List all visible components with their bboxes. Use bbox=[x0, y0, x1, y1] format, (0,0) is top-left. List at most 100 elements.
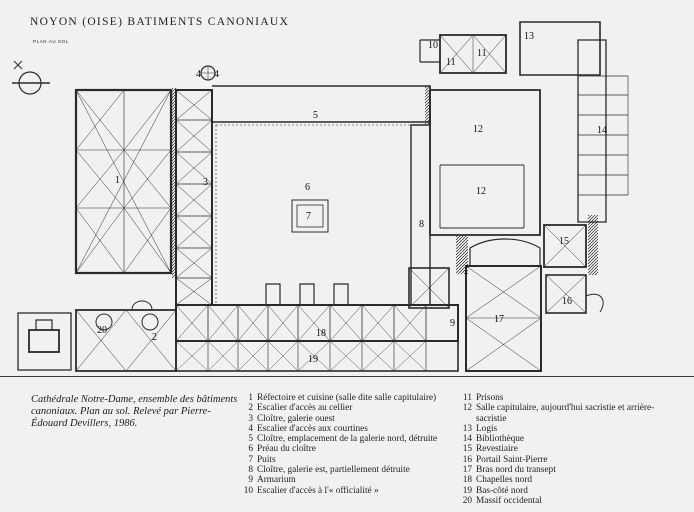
legend-text: Massif occidental bbox=[476, 495, 542, 506]
legend-number: 12 bbox=[462, 403, 472, 414]
legend-item: 20 Massif occidental bbox=[459, 496, 667, 506]
legend-text: Bibliothèque bbox=[476, 434, 525, 445]
room-1-refectory bbox=[74, 88, 173, 275]
plan-label-1: 1 bbox=[115, 175, 120, 186]
room-14-library bbox=[577, 39, 629, 223]
legend-item: 15 Revestiaire bbox=[459, 444, 667, 454]
legend-item: 10 Escalier d'accès à l'« officialité » bbox=[240, 486, 448, 496]
plan-title: NOYON (OISE) BATIMENTS CANONIAUX bbox=[30, 16, 290, 28]
legend-left: 1 Réfectoire et cuisine (salle dite salle… bbox=[240, 393, 448, 496]
room-8-east-gallery bbox=[408, 124, 450, 309]
plan-label-4: 4 bbox=[196, 69, 201, 80]
room-2-cellar-stair bbox=[131, 300, 153, 311]
legend-number: 14 bbox=[462, 434, 472, 445]
plan-label-9: 9 bbox=[450, 318, 455, 329]
room-7-well bbox=[291, 199, 329, 233]
room-17-north-transept bbox=[465, 238, 542, 372]
room-13-logis bbox=[519, 21, 601, 76]
legend-number: 4 bbox=[248, 423, 253, 434]
plan-label-2: 2 bbox=[152, 332, 157, 343]
legend-number: 10 bbox=[243, 485, 253, 496]
room-11-prisons bbox=[419, 34, 507, 74]
legend-text: Escalier d'accès aux courtines bbox=[257, 423, 368, 434]
legend-text: Prisons bbox=[476, 393, 504, 403]
plan-label-12b: 12 bbox=[476, 186, 486, 197]
legend-item: 17 Bras nord du transept bbox=[459, 465, 667, 475]
legend-number: 9 bbox=[248, 475, 253, 486]
legend-number: 19 bbox=[462, 485, 472, 496]
legend-item: 6 Préau du cloître bbox=[240, 444, 448, 454]
legend-number: 11 bbox=[463, 393, 472, 403]
plan-label-11: 11 bbox=[446, 57, 456, 68]
legend-number: 15 bbox=[462, 444, 472, 455]
plan-label-3: 3 bbox=[203, 177, 208, 188]
plan-label-4b: 4 bbox=[214, 69, 219, 80]
legend-text: Bras nord du transept bbox=[476, 465, 556, 476]
plan-label-14: 14 bbox=[597, 125, 607, 136]
legend-number: 6 bbox=[248, 444, 253, 455]
plan-label-11b: 11 bbox=[477, 48, 487, 59]
legend-number: 1 bbox=[248, 393, 253, 403]
room-4-stair bbox=[200, 65, 216, 81]
room-3-west-gallery bbox=[175, 89, 213, 306]
legend-item: 11 Prisons bbox=[459, 393, 667, 403]
legend-number: 5 bbox=[248, 434, 253, 445]
legend-item: 9 Armarium bbox=[240, 475, 448, 485]
room-5-north-gallery-site bbox=[212, 85, 431, 124]
legend-text: Cloître, galerie est, partiellement détr… bbox=[257, 465, 410, 476]
legend-text: Armarium bbox=[257, 475, 296, 486]
plan-label-8: 8 bbox=[419, 219, 424, 230]
legend-number: 20 bbox=[462, 495, 472, 506]
room-19-north-aisle bbox=[175, 340, 459, 372]
plan-label-12: 12 bbox=[473, 124, 483, 135]
legend-item: 12 Salle capitulaire, aujourd'hui sacrist… bbox=[459, 403, 667, 424]
plan-label-19: 19 bbox=[308, 354, 318, 365]
floor-plan: 1 2 3 4 4 5 6 7 8 9 10 11 11 12 12 13 14… bbox=[12, 21, 629, 372]
plan-label-7: 7 bbox=[306, 211, 311, 222]
plan-label-6: 6 bbox=[305, 182, 310, 193]
legend-item: 14 Bibliothèque bbox=[459, 434, 667, 444]
plan-label-17: 17 bbox=[494, 314, 504, 325]
room-16-saint-pierre-portal bbox=[545, 274, 604, 314]
room-6-preau bbox=[215, 124, 412, 306]
room-20-western-massif bbox=[75, 309, 177, 372]
north-arrow-icon bbox=[12, 60, 50, 95]
legend-text: Escalier d'accès au cellier bbox=[257, 403, 353, 414]
legend-text: Réfectoire et cuisine (salle dite salle … bbox=[257, 393, 437, 403]
plan-label-5: 5 bbox=[313, 110, 318, 121]
legend-item: 4 Escalier d'accès aux courtines bbox=[240, 424, 448, 434]
legend-number: 16 bbox=[462, 454, 472, 465]
plan-label-20: 20 bbox=[97, 325, 107, 336]
plan-label-13: 13 bbox=[524, 31, 534, 42]
legend-text: Préau du cloître bbox=[257, 444, 316, 455]
legend-text: Logis bbox=[476, 423, 498, 434]
room-12-chapter-house bbox=[429, 89, 541, 236]
plan-label-16: 16 bbox=[562, 296, 572, 307]
divider-rule bbox=[0, 376, 694, 377]
legend-item: 1 Réfectoire et cuisine (salle dite salle… bbox=[240, 393, 448, 403]
legend-number: 17 bbox=[462, 465, 472, 476]
legend-number: 18 bbox=[462, 475, 472, 486]
legend-text: Portail Saint-Pierre bbox=[476, 454, 548, 465]
legend-text: Revestiaire bbox=[476, 444, 518, 455]
legend-text: Salle capitulaire, aujourd'hui sacristie… bbox=[476, 403, 655, 424]
plan-number-labels: 1 2 3 4 4 5 6 7 8 9 10 11 11 12 12 13 14… bbox=[97, 31, 607, 365]
room-15-revestiaire bbox=[543, 224, 587, 268]
plan-subtitle: PLAN AU SOL bbox=[33, 39, 69, 44]
location-inset bbox=[17, 312, 72, 371]
plan-label-18: 18 bbox=[316, 328, 326, 339]
figure-caption: Cathédrale Notre-Dame, ensemble des bâti… bbox=[31, 394, 238, 430]
legend-text: Puits bbox=[257, 454, 276, 465]
plan-label-15: 15 bbox=[559, 236, 569, 247]
legend-right: 11 Prisons 12 Salle capitulaire, aujourd'h… bbox=[459, 393, 667, 506]
legend-item: 16 Portail Saint-Pierre bbox=[459, 455, 667, 465]
legend-text: Escalier d'accès à l'« officialité » bbox=[257, 485, 379, 496]
